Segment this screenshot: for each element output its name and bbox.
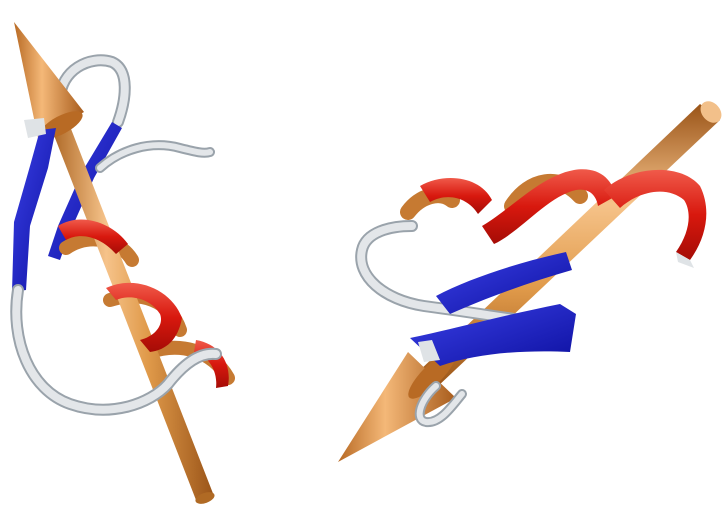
left-structure bbox=[10, 22, 235, 504]
left-helix-front-3 bbox=[194, 340, 229, 388]
right-helix-front-3 bbox=[604, 169, 707, 260]
right-strand-lower bbox=[410, 304, 576, 366]
right-structure bbox=[338, 101, 722, 462]
right-strand-upper bbox=[436, 252, 572, 314]
left-helix-front-1 bbox=[58, 219, 128, 254]
right-helix-front-1 bbox=[420, 177, 492, 214]
left-helix-front-2 bbox=[106, 282, 182, 352]
right-helix-front-2 bbox=[482, 169, 616, 244]
left-strand-left bbox=[12, 128, 56, 292]
left-dipole-arrow bbox=[14, 22, 215, 504]
